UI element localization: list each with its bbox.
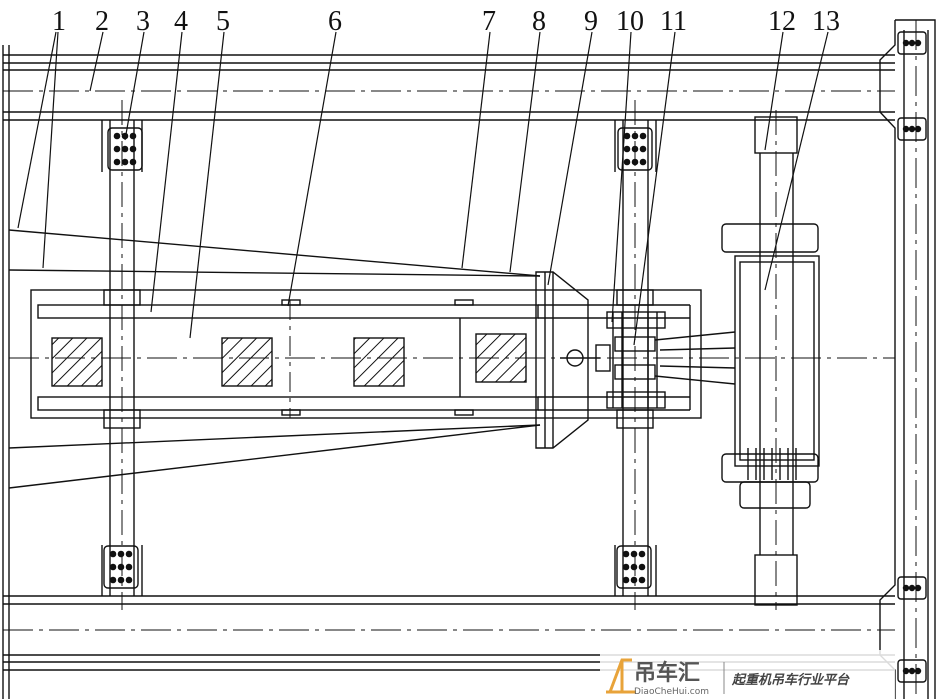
watermark-domain: DiaoCheHui.com [634, 687, 709, 697]
callout-1: 1 [52, 6, 66, 37]
winch-motor [721, 223, 820, 509]
callout-2: 2 [95, 6, 109, 37]
callout-9: 9 [584, 6, 598, 37]
callout-12: 12 [768, 6, 796, 37]
watermark-brand: 吊车汇 [634, 660, 700, 686]
callout-8: 8 [532, 6, 546, 37]
callout-11: 11 [660, 6, 687, 37]
trolley-wheel-brackets [103, 289, 654, 429]
pulley-head [535, 271, 600, 449]
hatched-block-3 [353, 337, 405, 387]
bolt-plate-left-bottom [103, 545, 139, 589]
watermark-slogan: 起重机吊车行业平台 [731, 672, 850, 688]
watermark: 吊车汇 DiaoCheHui.com 起重机吊车行业平台 [600, 650, 895, 699]
gear-assembly [595, 311, 736, 409]
bolt-plate-middle-top [617, 127, 653, 171]
callout-7: 7 [482, 6, 496, 37]
hatched-block-1 [51, 337, 103, 387]
crane-logo-icon [606, 658, 636, 694]
callout-4: 4 [174, 6, 188, 37]
callout-numbers: 1 2 3 4 5 6 7 8 9 10 11 12 13 [52, 6, 840, 37]
callout-3: 3 [136, 6, 150, 37]
left-frame-edge [2, 45, 10, 699]
end-beam-bolt-plate-bottom [897, 576, 927, 683]
cross-beam-left [101, 120, 143, 596]
callout-6: 6 [328, 6, 342, 37]
leader-lines [17, 31, 829, 346]
end-beam-bolt-plate-top [897, 31, 927, 141]
jib-outline [8, 229, 541, 489]
winch-column [754, 110, 798, 610]
right-end-beam [879, 19, 936, 699]
hatched-block-2 [221, 337, 273, 387]
callout-10: 10 [616, 6, 644, 37]
top-girder [3, 54, 895, 121]
callout-13: 13 [812, 6, 840, 37]
bolt-plate-left-top [107, 127, 143, 171]
callout-5: 5 [216, 6, 230, 37]
bolt-plate-middle-bottom [616, 545, 652, 589]
